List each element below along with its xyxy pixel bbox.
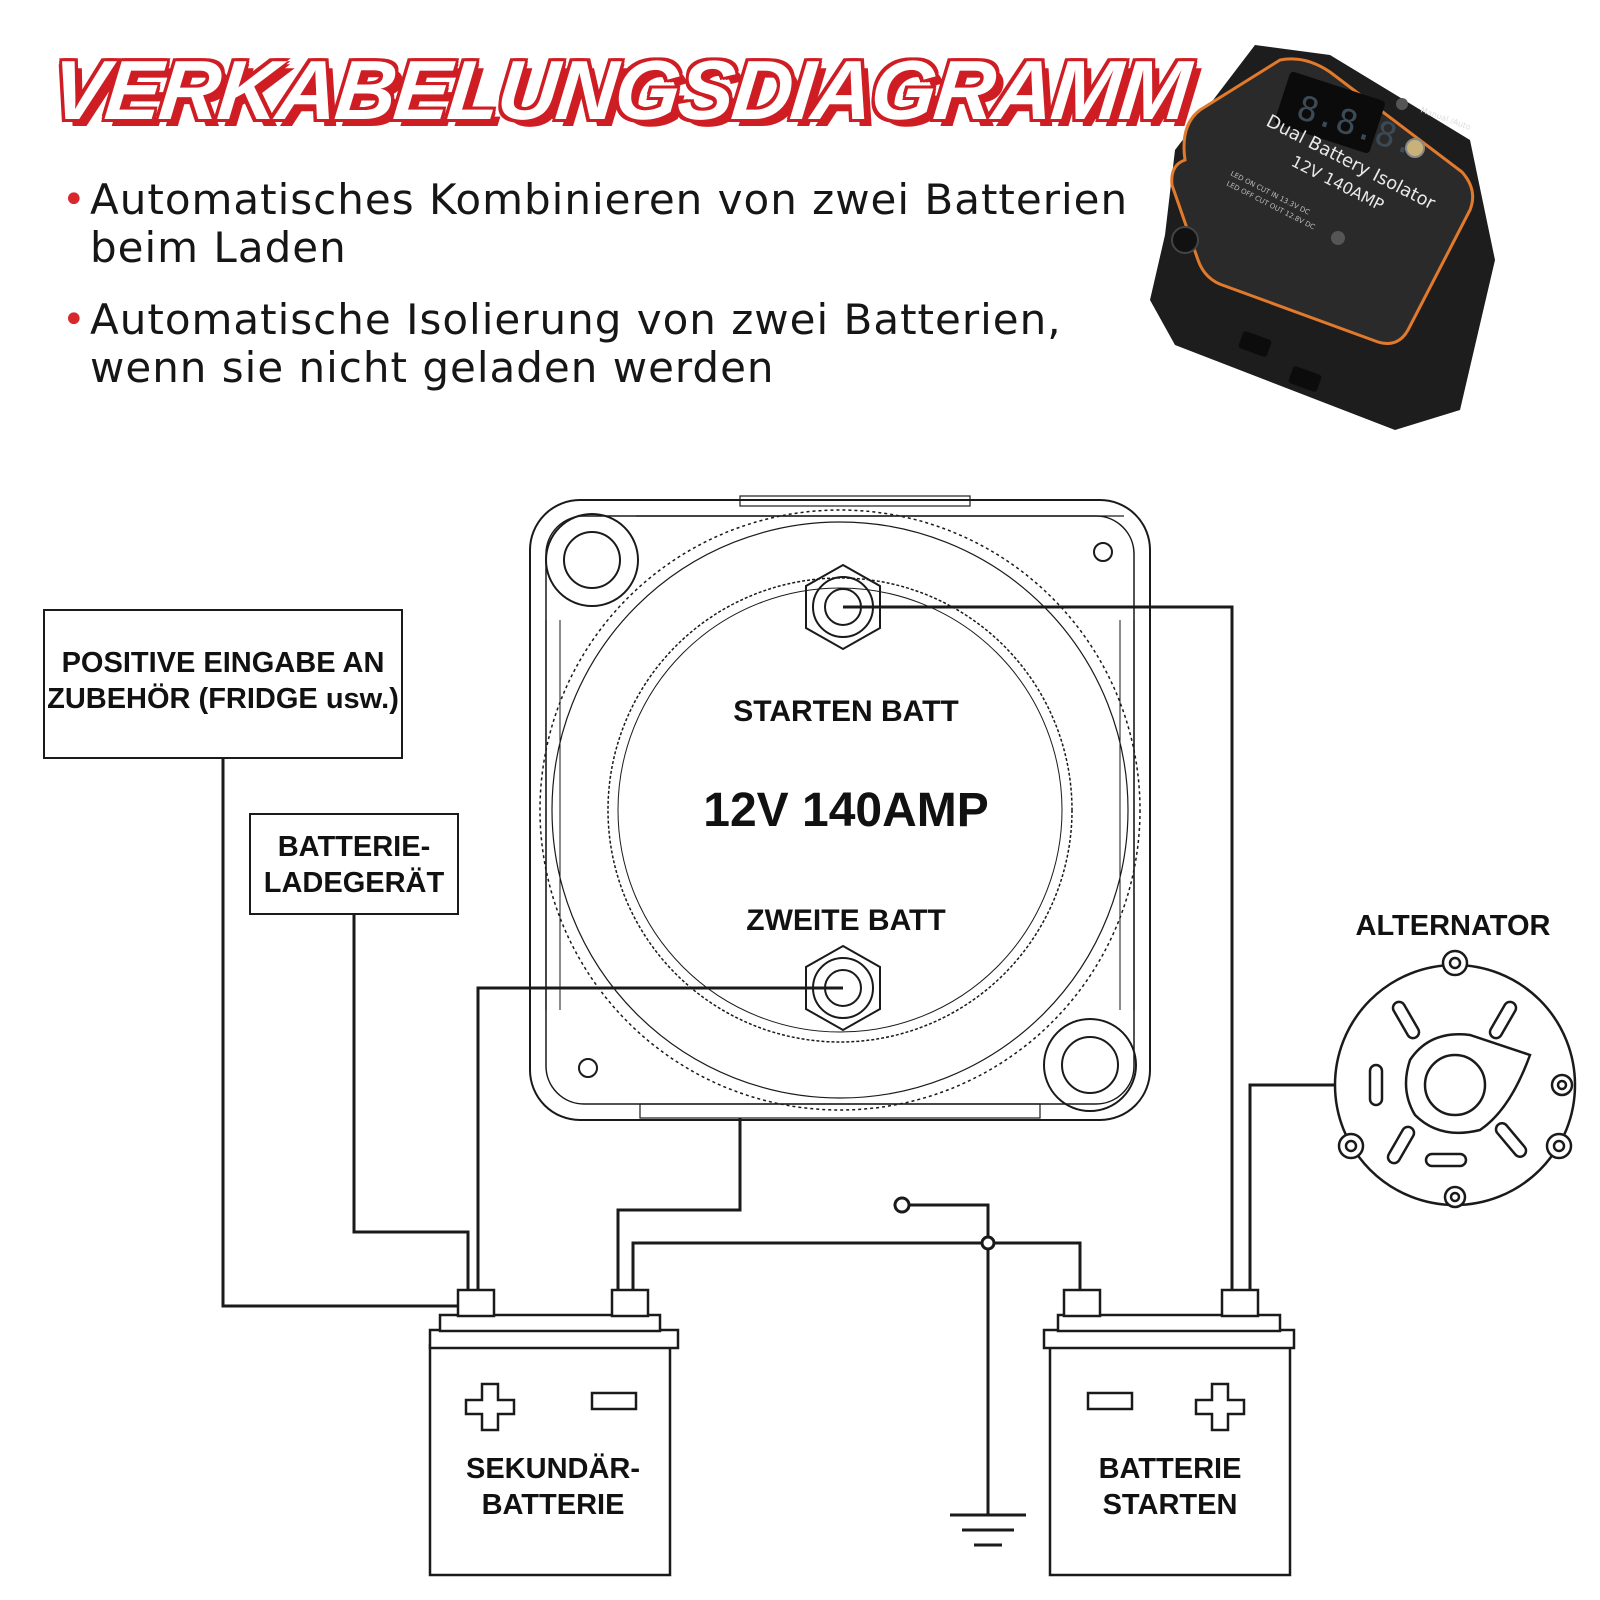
product-photo: 8.8.8. Manual /Auto Dual Battery Isolato… [1150, 45, 1495, 430]
mode-button-icon [1405, 138, 1425, 158]
plus-icon [1194, 1382, 1246, 1432]
alternator-icon [1333, 949, 1577, 1209]
starter-battery [1042, 1288, 1296, 1577]
feature-text: Automatische Isolierung von zwei Batteri… [90, 295, 1062, 392]
bullet-icon: • [62, 177, 87, 223]
feature-text: Automatisches Kombinieren von zwei Batte… [90, 175, 1129, 272]
minus-icon [590, 1391, 638, 1411]
secondary-battery [428, 1288, 680, 1577]
starter-battery-line2: STARTEN [1103, 1489, 1238, 1521]
plus-icon [464, 1382, 516, 1432]
bullet-icon: • [62, 297, 87, 343]
charger-label-line2: LADEGERÄT [264, 866, 445, 899]
feature-list: • Automatisches Kombinieren von zwei Bat… [62, 176, 1142, 416]
secondary-battery-line2: BATTERIE [482, 1489, 625, 1521]
accessory-label-line2: ZUBEHÖR (FRIDGE usw.) [47, 682, 399, 715]
start-batt-label: STARTEN BATT [733, 695, 959, 728]
accessory-label-line1: POSITIVE EINGABE AN [62, 647, 385, 679]
second-batt-label: ZWEITE BATT [746, 904, 945, 937]
feature-item: • Automatische Isolierung von zwei Batte… [62, 296, 1142, 392]
charger-label-line1: BATTERIE- [278, 831, 431, 863]
alternator-label: ALTERNATOR [1356, 910, 1551, 942]
accessory-box: POSITIVE EINGABE AN ZUBEHÖR (FRIDGE usw.… [43, 609, 403, 759]
starter-battery-line1: BATTERIE [1099, 1453, 1242, 1485]
isolator-drawing [529, 495, 1151, 1121]
wires [221, 605, 1335, 1547]
feature-item: • Automatisches Kombinieren von zwei Bat… [62, 176, 1142, 272]
minus-icon [1086, 1391, 1134, 1411]
isolator-rating: 12V 140AMP [703, 784, 989, 837]
charger-box: BATTERIE- LADEGERÄT [249, 813, 459, 915]
secondary-battery-line1: SEKUNDÄR- [466, 1452, 640, 1485]
